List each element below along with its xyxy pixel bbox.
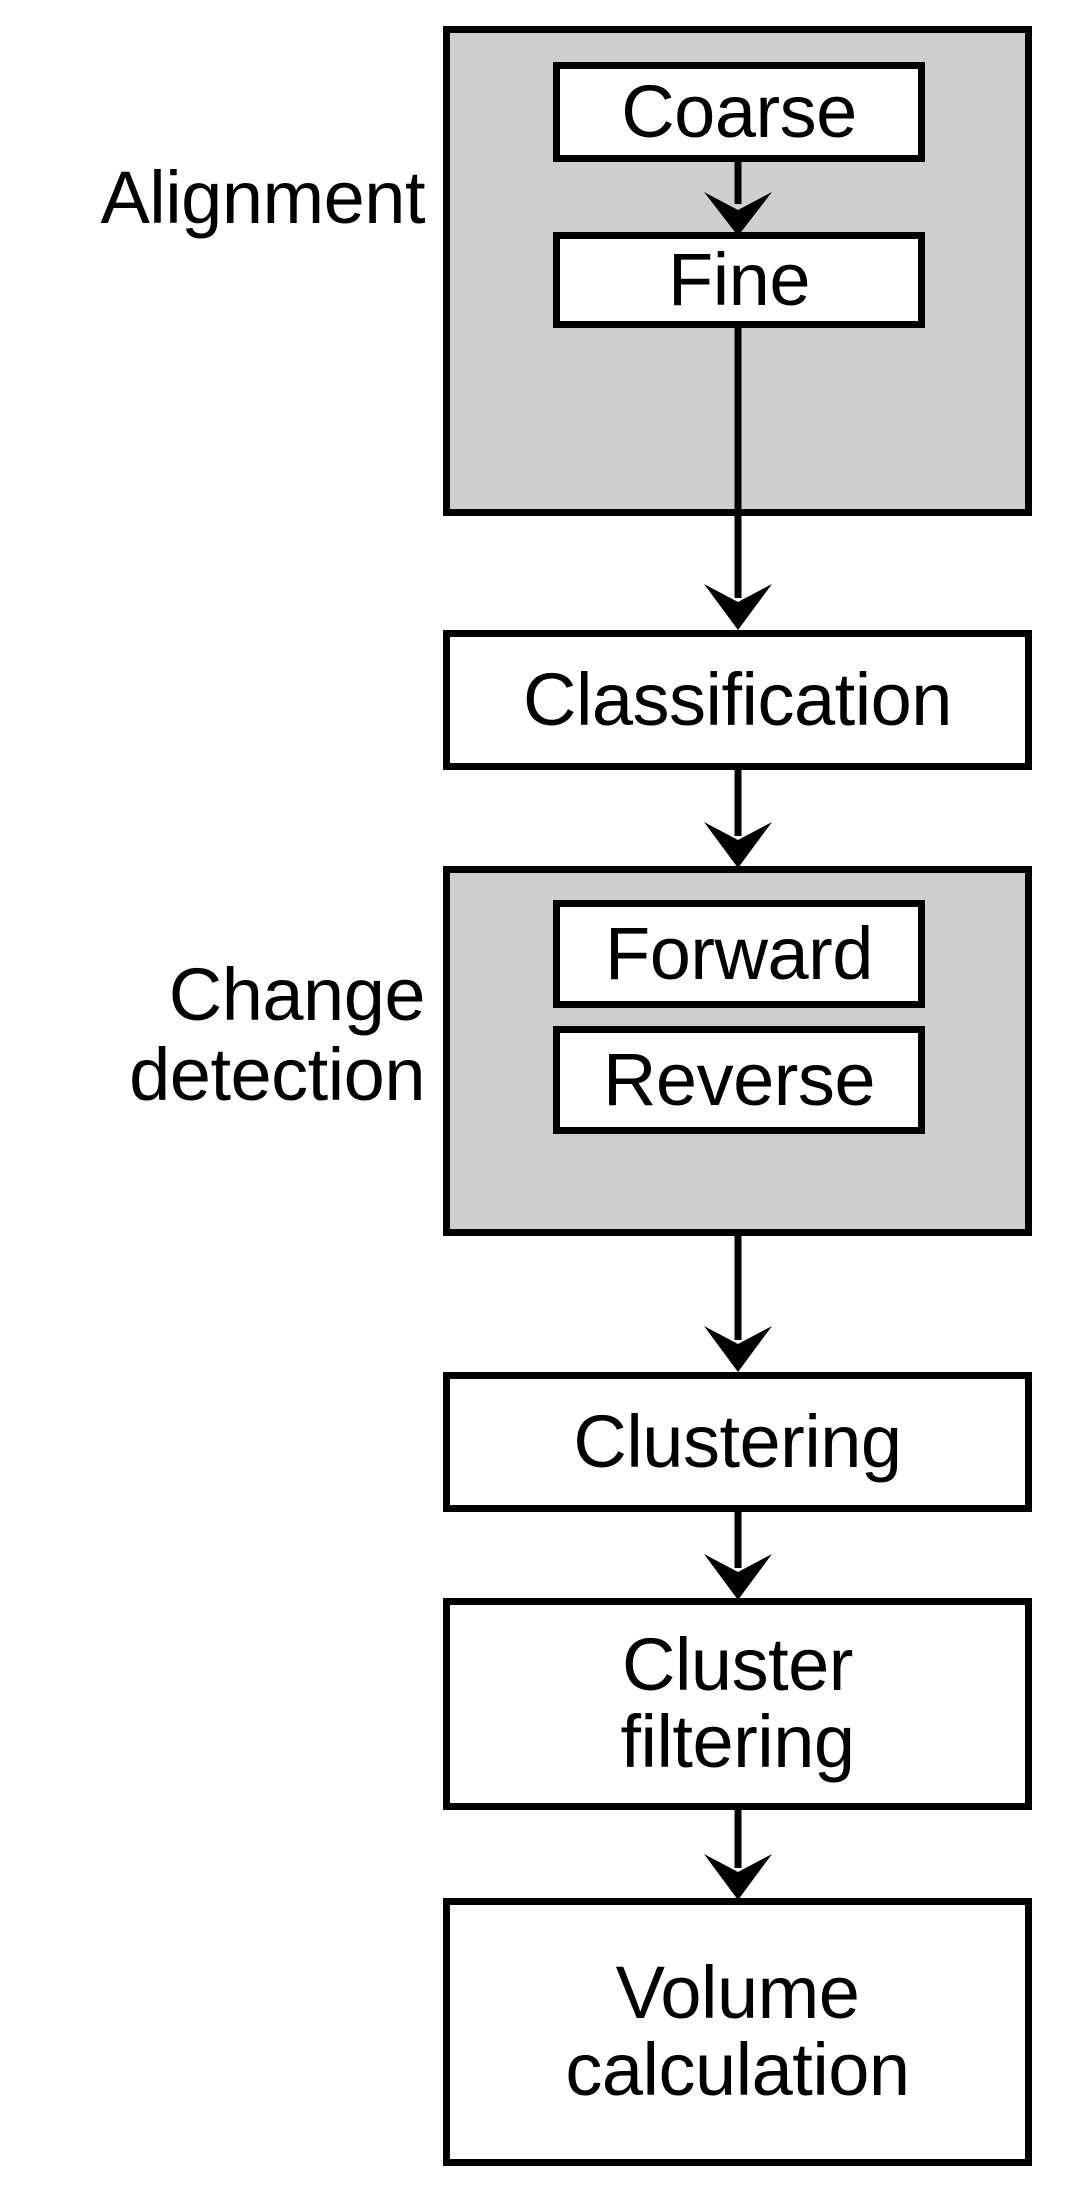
- arrow-change-detection-to-clustering: [700, 1232, 776, 1374]
- node-fine[interactable]: Fine: [553, 232, 925, 328]
- node-cluster-filtering[interactable]: Cluster filtering: [443, 1598, 1032, 1810]
- node-volume-calculation[interactable]: Volume calculation: [443, 1898, 1032, 2166]
- arrow-coarse-to-fine: [700, 158, 776, 238]
- arrow-clustering-to-cluster-filtering: [700, 1508, 776, 1602]
- node-coarse[interactable]: Coarse: [553, 62, 925, 162]
- arrow-fine-to-classification: [700, 322, 776, 632]
- node-forward[interactable]: Forward: [553, 900, 925, 1008]
- arrow-cluster-filtering-to-volume-calculation: [700, 1806, 776, 1902]
- group-label-change-detection: Change detection: [129, 953, 425, 1116]
- node-reverse[interactable]: Reverse: [553, 1026, 925, 1134]
- node-clustering[interactable]: Clustering: [443, 1372, 1032, 1512]
- node-classification[interactable]: Classification: [443, 630, 1032, 770]
- group-label-alignment: Alignment: [100, 156, 425, 239]
- arrow-classification-to-change-detection: [700, 766, 776, 870]
